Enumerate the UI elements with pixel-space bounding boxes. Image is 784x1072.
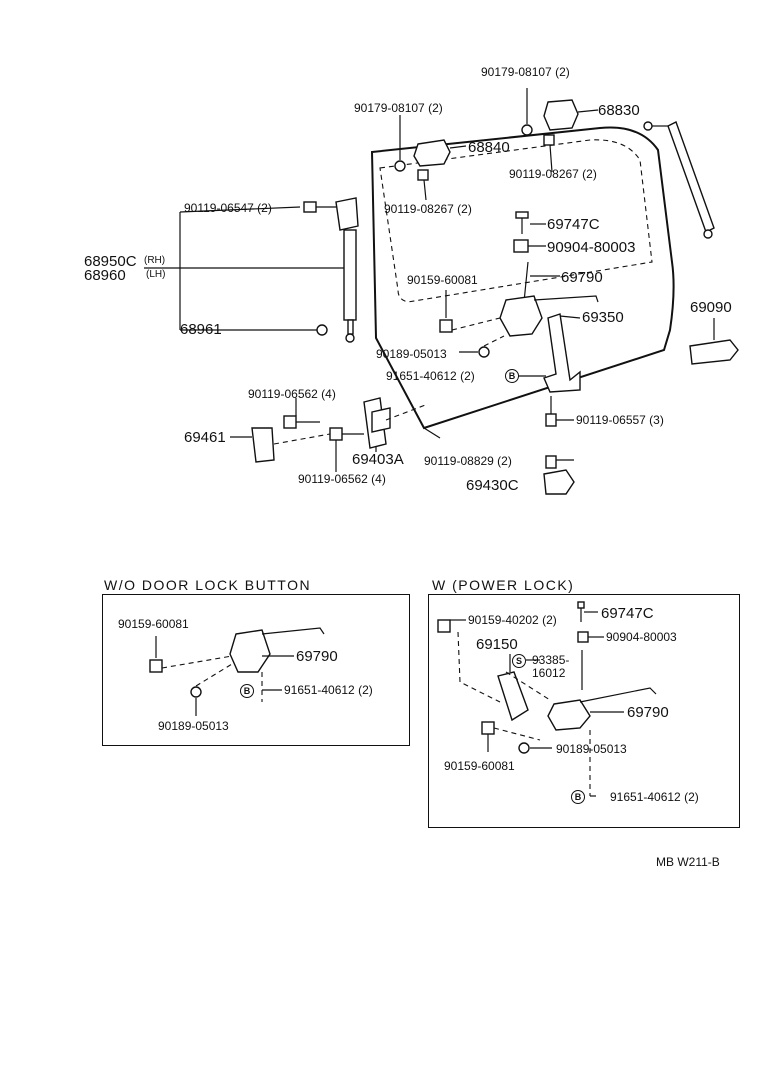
label-lh: (LH) — [146, 269, 166, 280]
label-69403a: 69403A — [352, 451, 404, 468]
lock-69790 — [499, 295, 543, 337]
circle-b-panel-left: B — [240, 684, 254, 698]
label-panel-left-69790: 69790 — [296, 648, 338, 665]
label-panel-left-90159: 90159-60081 — [118, 617, 189, 631]
label-68961: 68961 — [180, 321, 222, 338]
label-panel-right-16012: 16012 — [532, 666, 566, 680]
bracket-69461 — [251, 427, 275, 463]
bolt-08267-a — [543, 134, 555, 146]
label-69790: 69790 — [561, 269, 603, 286]
label-90189: 90189-05013 — [376, 347, 447, 361]
label-69350: 69350 — [582, 309, 624, 326]
label-panel-right-69150: 69150 — [476, 636, 518, 653]
ball-joint-68961 — [316, 324, 328, 336]
nut-top — [521, 124, 533, 136]
label-panel-right-69747c: 69747C — [601, 605, 654, 622]
hinge-68830 — [543, 99, 579, 131]
label-90179-top: 90179-08107 (2) — [481, 65, 570, 79]
label-panel-left-90189: 90189-05013 — [158, 719, 229, 733]
grommet-90904 — [513, 239, 529, 253]
lock-69790-left-panel — [229, 629, 271, 673]
panel-without-door-lock-button — [102, 594, 410, 746]
label-69090: 69090 — [690, 299, 732, 316]
circle-b-main: B — [505, 369, 519, 383]
lock-69790-right-panel — [547, 699, 591, 731]
damper-cylinder — [343, 229, 357, 321]
label-90119-08267-a: 90119-08267 (2) — [509, 167, 597, 181]
label-90119-06562-a: 90119-06562 (4) — [248, 387, 336, 401]
bolt-08267-b — [417, 169, 429, 181]
bolt-06547 — [303, 201, 317, 213]
label-68840: 68840 — [468, 139, 510, 156]
door-lower-edge — [423, 427, 441, 439]
circle-s-panel-right: S — [512, 654, 526, 668]
back-door-outline — [370, 126, 675, 430]
left-damper-stay — [335, 197, 359, 231]
panel-with-power-lock — [428, 594, 740, 828]
label-panel-left-91651: 91651-40612 (2) — [284, 683, 373, 697]
label-panel-right-91651: 91651-40612 (2) — [610, 790, 699, 804]
diagram-code: MB W211-B — [656, 855, 720, 869]
label-90904: 90904-80003 — [547, 239, 636, 256]
label-68950c: 68950C — [84, 253, 137, 270]
back-door-window-outline — [379, 139, 653, 303]
label-91651: 91651-40612 (2) — [386, 369, 475, 383]
bolt-06562-b — [329, 427, 343, 441]
hinge-68840 — [413, 139, 451, 167]
label-panel-right-90159-40202: 90159-40202 (2) — [468, 613, 557, 627]
panel-left-title: W/O DOOR LOCK BUTTON — [104, 577, 312, 593]
label-panel-right-90189: 90189-05013 — [556, 742, 627, 756]
label-90119-08267-b: 90119-08267 (2) — [384, 202, 472, 216]
label-panel-right-93385: 93385- — [532, 653, 570, 667]
label-90119-06547: 90119-06547 (2) — [184, 201, 272, 215]
circle-b-panel-right: B — [571, 790, 585, 804]
label-rh: (RH) — [144, 255, 166, 266]
label-68960: 68960 — [84, 267, 126, 284]
label-68830: 68830 — [598, 102, 640, 119]
lock-assembly-69350 — [543, 313, 581, 393]
striker-69430c — [543, 469, 575, 495]
label-69747c: 69747C — [547, 216, 600, 233]
label-90159: 90159-60081 — [407, 273, 478, 287]
label-90179-left: 90179-08107 (2) — [354, 101, 443, 115]
label-90119-06562-b: 90119-06562 (4) — [298, 472, 386, 486]
label-90119-06557: 90119-06557 (3) — [576, 413, 664, 427]
lock-rod-69790 — [523, 261, 529, 303]
label-90119-08829: 90119-08829 (2) — [424, 454, 512, 468]
bolt-06562-a — [283, 415, 297, 429]
nut-left — [394, 160, 406, 172]
label-panel-right-90904: 90904-80003 — [606, 630, 677, 644]
label-panel-right-69790: 69790 — [627, 704, 669, 721]
label-panel-right-90159-60081: 90159-60081 — [444, 759, 515, 773]
panel-right-title: W (POWER LOCK) — [432, 577, 575, 593]
label-69461: 69461 — [184, 429, 226, 446]
label-69430c: 69430C — [466, 477, 519, 494]
right-damper-stay — [667, 121, 715, 233]
handle-69090 — [689, 339, 739, 365]
